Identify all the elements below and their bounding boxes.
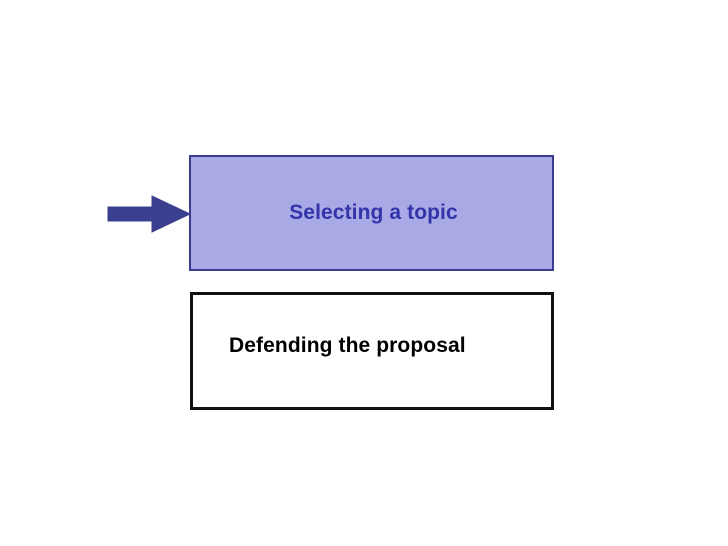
right-arrow-icon bbox=[107, 194, 192, 234]
flow-node-defending-proposal[interactable]: Defending the proposal bbox=[190, 292, 554, 410]
arrow-polygon bbox=[107, 195, 192, 233]
flow-node-label: Selecting a topic bbox=[289, 200, 458, 224]
flow-node-selecting-topic[interactable]: Selecting a topic bbox=[189, 155, 554, 271]
right-arrow-shape bbox=[107, 195, 192, 233]
flow-node-label: Defending the proposal bbox=[229, 333, 466, 357]
